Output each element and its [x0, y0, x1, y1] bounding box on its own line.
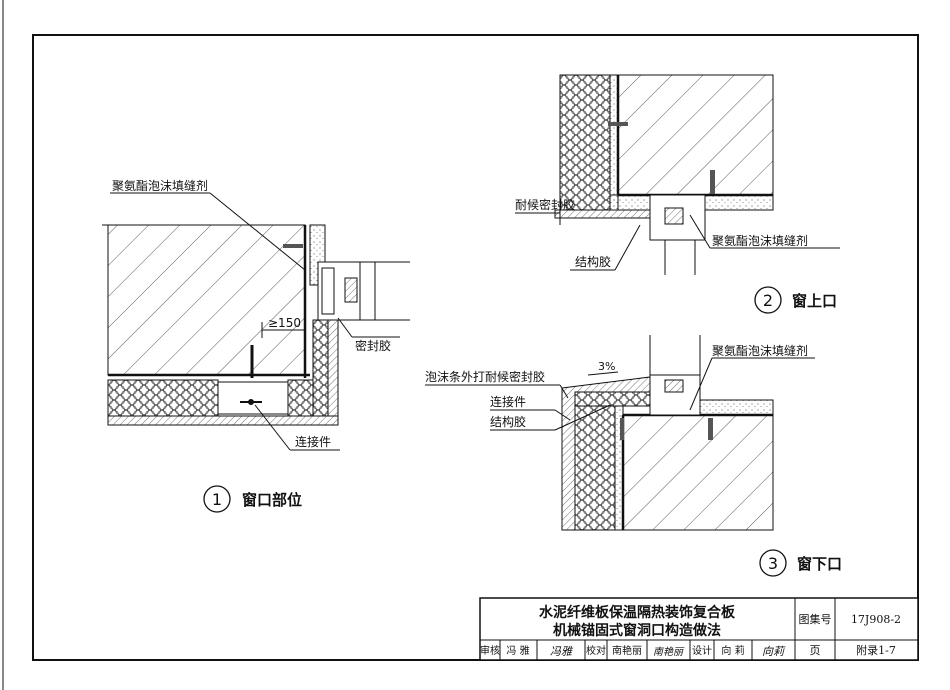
concrete-wall — [107, 224, 306, 376]
sheet-border — [32, 34, 919, 661]
detail-number-circle — [203, 485, 231, 513]
detail-number: 2 — [763, 291, 773, 310]
design-label: 设计 — [692, 644, 712, 657]
detail-1-window-opening: 聚氨酯泡沫填缝剂 ≥150 密封胶 连接件 1 窗口部位 — [102, 178, 410, 513]
label-connector: 连接件 — [490, 394, 526, 409]
detail-title: 窗上口 — [792, 292, 837, 310]
detail-3-window-sill: 3% 泡沫条外打耐候密封胶 聚氨酯泡沫填缝剂 连接件 结构胶 3 窗下口 — [425, 335, 842, 577]
concrete-wall — [622, 414, 774, 531]
detail-number-circle — [759, 549, 787, 577]
drawing-title-line1: 水泥纤维板保温隔热装饰复合板 — [539, 604, 736, 621]
label-foam-strip-sealant: 泡沫条外打耐候密封胶 — [425, 369, 545, 384]
atlas-number: 17J908-2 — [851, 613, 901, 626]
concrete-wall — [617, 74, 774, 196]
review-label: 审核 — [480, 644, 500, 657]
atlas-label: 图集号 — [799, 612, 832, 626]
reviewer-signature: 冯雅 — [550, 645, 574, 658]
fiber-cement-panel — [107, 415, 339, 426]
checker: 南艳丽 — [612, 644, 642, 657]
label-foam-filler: 聚氨酯泡沫填缝剂 — [712, 233, 808, 248]
insulation-board — [107, 379, 219, 417]
designer-signature: 向莉 — [762, 645, 786, 658]
label-structural-adhesive: 结构胶 — [575, 254, 611, 269]
label-foam-filler: 聚氨酯泡沫填缝剂 — [712, 343, 808, 358]
label-foam-filler: 聚氨酯泡沫填缝剂 — [112, 178, 208, 193]
label-sealant: 密封胶 — [355, 338, 391, 353]
check-label: 校对 — [586, 644, 606, 657]
insulation-board — [559, 74, 611, 211]
detail-title: 窗口部位 — [242, 491, 302, 509]
label-slope: 3% — [598, 360, 615, 373]
label-structural-adhesive: 结构胶 — [490, 414, 526, 429]
title-block: 水泥纤维板保温隔热装饰复合板 机械锚固式窗洞口构造做法 图集号 17J908-2… — [479, 597, 919, 661]
label-connector: 连接件 — [295, 434, 331, 449]
page-number: 附录1-7 — [856, 643, 896, 657]
detail-number-circle — [754, 286, 782, 314]
label-dimension: ≥150 — [268, 316, 301, 330]
label-weather-sealant: 耐候密封胶 — [515, 197, 575, 212]
drawing-title-line2: 机械锚固式窗洞口构造做法 — [553, 622, 721, 639]
detail-number: 3 — [768, 554, 778, 573]
reviewer: 冯 雅 — [506, 644, 529, 657]
detail-number: 1 — [212, 490, 222, 509]
detail-2-window-head: 耐候密封胶 聚氨酯泡沫填缝剂 结构胶 2 窗上口 — [515, 74, 840, 314]
insulation-board — [574, 405, 616, 531]
designer: 向 莉 — [721, 644, 744, 657]
detail-title: 窗下口 — [797, 555, 842, 573]
checker-signature: 南艳丽 — [653, 646, 685, 658]
page-label: 页 — [810, 644, 821, 657]
